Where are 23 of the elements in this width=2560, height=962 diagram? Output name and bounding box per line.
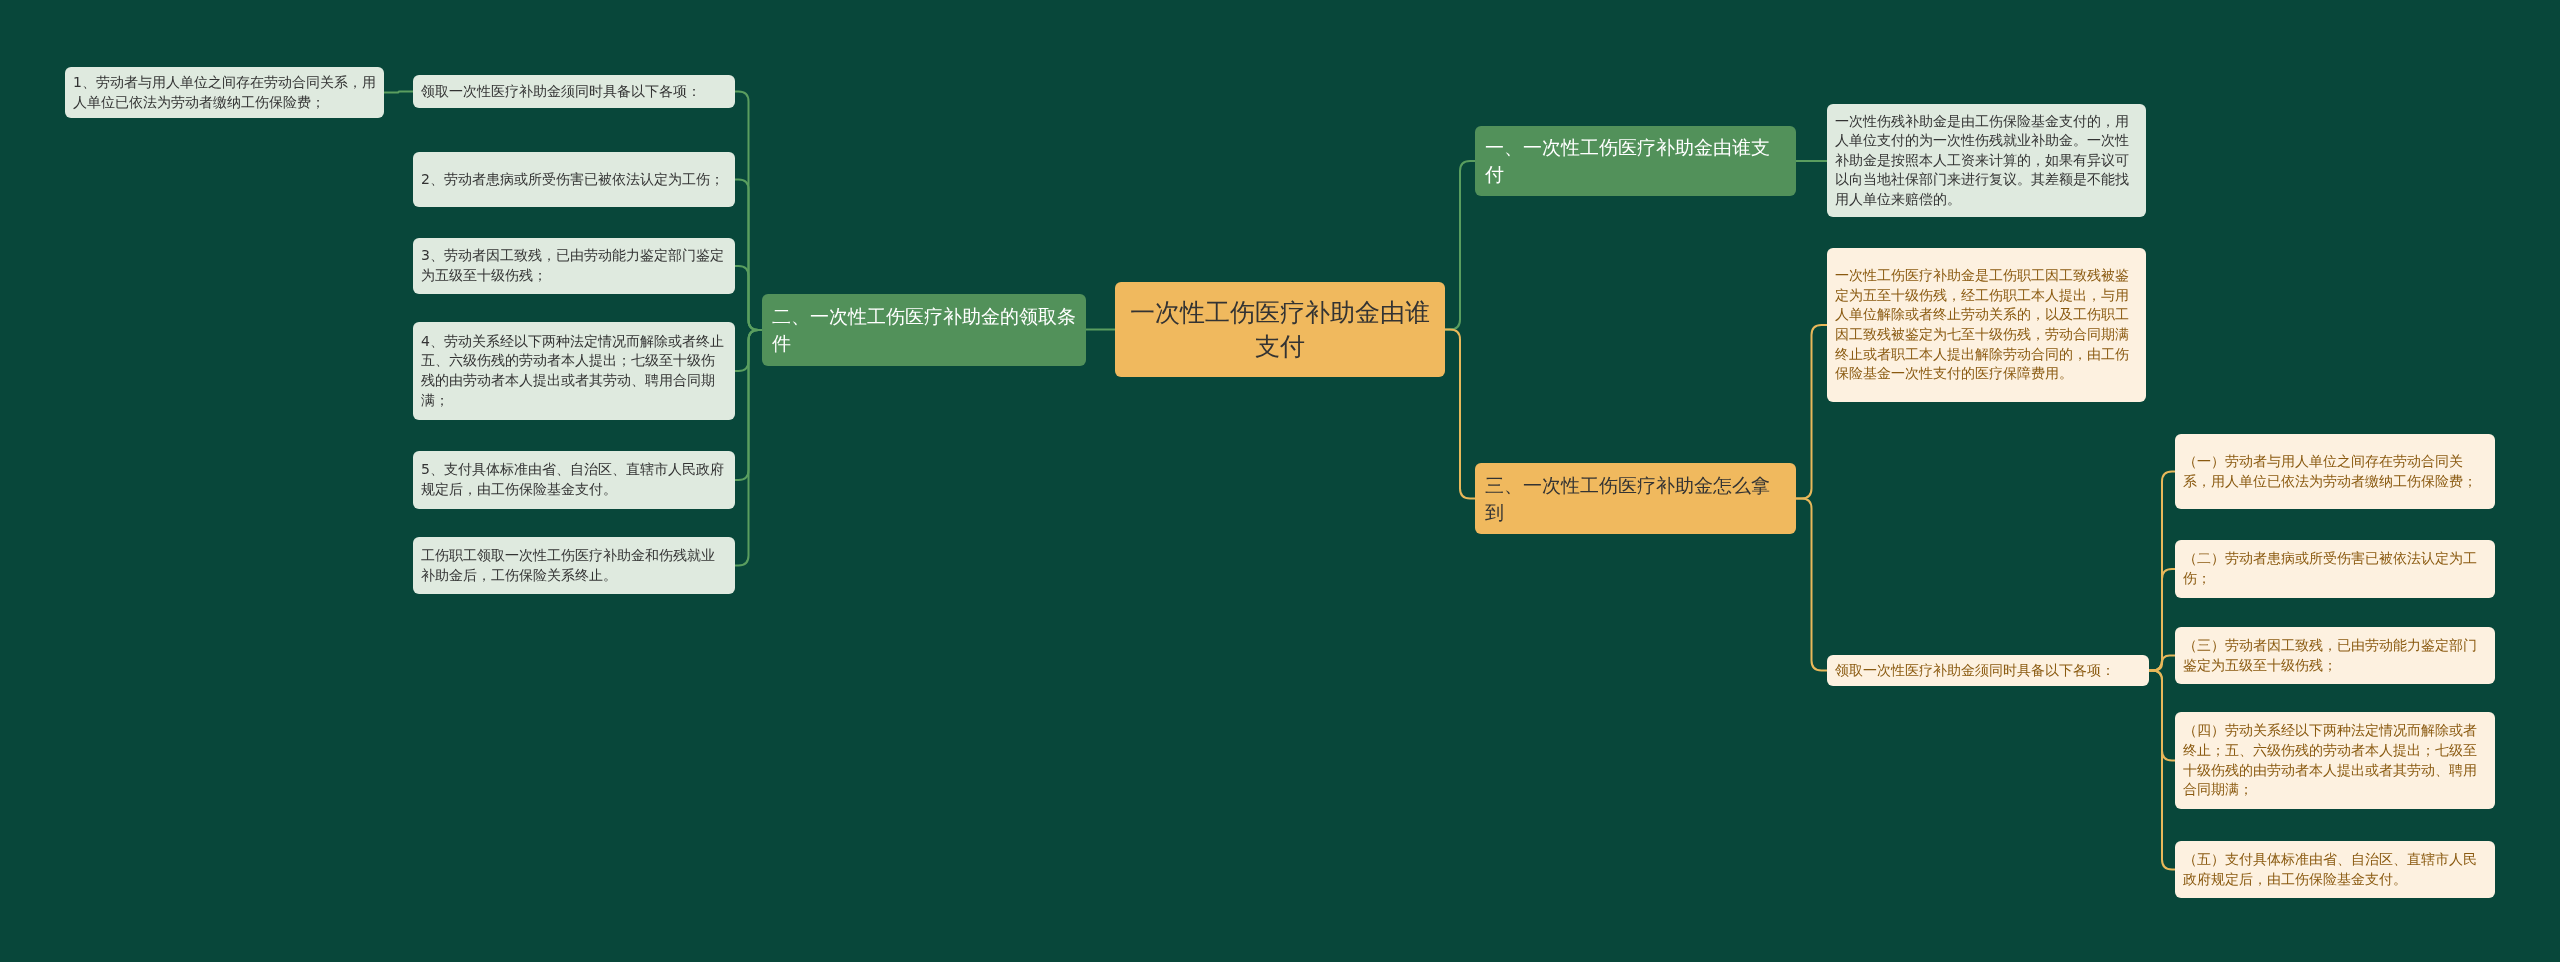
note-box: 一次性伤残补助金是由工伤保险基金支付的，用人单位支付的为一次性伤残就业补助金。一次性补助金是按照本人工资来计算的，如果有异议可以向当地社保部门来进行复议。其差额是不能找用人单位来赔偿的。: [1827, 104, 2146, 217]
connector-line: [383, 90, 414, 94]
note-box: （四）劳动关系经以下两种法定情况而解除或者终止；五、六级伤残的劳动者本人提出；七级至十级伤残的由劳动者本人提出或者其劳动、聘用合同期满；: [2175, 712, 2495, 809]
note-box: 领取一次性医疗补助金须同时具备以下各项：: [413, 75, 735, 108]
note-box: （五）支付具体标准由省、自治区、直辖市人民政府规定后，由工伤保险基金支付。: [2175, 841, 2495, 898]
note-box: 一次性工伤医疗补助金是工伤职工因工致残被鉴定为五至十级伤残，经工伤职工本人提出，与用人单位解除或者终止劳动关系的，以及工伤职工因工致残被鉴定为七至十级伤残，劳动合同期满终止或者职工本人提出解除劳动合同的，由工伤保险基金一次性支付的医疗保障费用。: [1827, 248, 2146, 402]
connector-line: [1795, 160, 1828, 162]
topic-box: 三、一次性工伤医疗补助金怎么拿到: [1475, 463, 1796, 534]
topic-box: 二、一次性工伤医疗补助金的领取条件: [762, 294, 1086, 366]
note-box: （一）劳动者与用人单位之间存在劳动合同关系，用人单位已依法为劳动者缴纳工伤保险费；: [2175, 434, 2495, 509]
connector-line: [2148, 669, 2176, 871]
note-box: 领取一次性医疗补助金须同时具备以下各项：: [1827, 655, 2149, 686]
note-box: 5、支付具体标准由省、自治区、直辖市人民政府规定后，由工伤保险基金支付。: [413, 451, 735, 509]
note-box: 4、劳动关系经以下两种法定情况而解除或者终止五、六级伤残的劳动者本人提出；七级至十级伤残的由劳动者本人提出或者其劳动、聘用合同期满；: [413, 322, 735, 420]
topic-box: 一、一次性工伤医疗补助金由谁支付: [1475, 126, 1796, 196]
note-box: 3、劳动者因工致残，已由劳动能力鉴定部门鉴定为五级至十级伤残；: [413, 238, 735, 294]
note-box: 2、劳动者患病或所受伤害已被依法认定为工伤；: [413, 152, 735, 207]
connector-line: [1085, 328, 1116, 331]
central-topic: 一次性工伤医疗补助金由谁支付: [1115, 282, 1445, 377]
note-box: 1、劳动者与用人单位之间存在劳动合同关系，用人单位已依法为劳动者缴纳工伤保险费；: [65, 67, 384, 118]
note-box: （二）劳动者患病或所受伤害已被依法认定为工伤；: [2175, 540, 2495, 598]
note-box: 工伤职工领取一次性工伤医疗补助金和伤残就业补助金后，工伤保险关系终止。: [413, 537, 735, 594]
note-box: （三）劳动者因工致残，已由劳动能力鉴定部门鉴定为五级至十级伤残；: [2175, 627, 2495, 684]
